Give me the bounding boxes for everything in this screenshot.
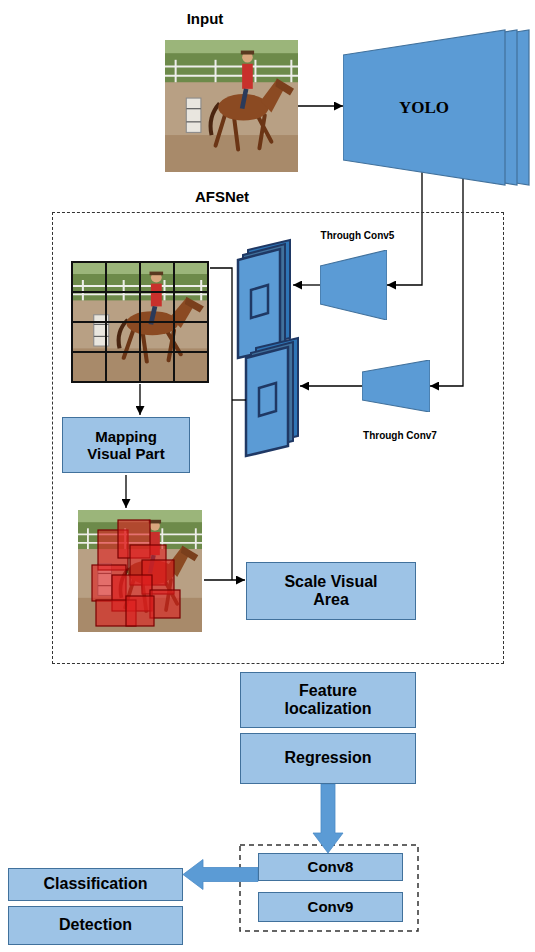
- input-photo: [165, 40, 298, 172]
- flow-arrow: [387, 172, 422, 285]
- flow-arrow: [293, 284, 320, 285]
- process-box: Regression: [240, 733, 416, 784]
- conv5-branch: Through Conv5: [300, 228, 415, 322]
- box-label: Scale Visual Area: [271, 573, 391, 610]
- flow-arrow: [139, 384, 140, 415]
- region-photo: [78, 510, 202, 632]
- flow-arrow: [298, 105, 343, 106]
- flow-arrow: [125, 475, 126, 508]
- input-heading: Input: [165, 10, 245, 27]
- box-label: Conv9: [308, 898, 354, 915]
- flow-arrow: [204, 579, 245, 580]
- conv-trapezoid: [362, 360, 430, 412]
- feature-map-conv7: [246, 338, 298, 456]
- afsnet-module: AFSNetThrough Conv5Through Conv7 Mapping …: [52, 186, 504, 664]
- grid-line: [72, 321, 208, 323]
- box-label: Feature localization: [258, 682, 398, 719]
- bracket-line: [232, 399, 246, 400]
- input-image-node: Input: [165, 8, 298, 174]
- branch-label: Through Conv5: [300, 230, 415, 242]
- trapezoid-shape: [362, 360, 430, 412]
- grid-photo-image: [72, 262, 208, 382]
- conv7-branch: Through Conv7: [345, 356, 455, 448]
- flow-arrow: [300, 385, 362, 386]
- module-heading: AFSNet: [172, 188, 272, 205]
- conv-trapezoid: [320, 250, 387, 320]
- process-box: Mapping Visual Part: [62, 417, 190, 473]
- grid-line: [72, 291, 208, 293]
- feature-map-conv5: [238, 240, 290, 358]
- yolo-network: YOLO: [343, 28, 535, 188]
- process-box: Scale Visual Area: [246, 562, 416, 620]
- block-arrow: [183, 860, 258, 890]
- process-box: Feature localization: [240, 672, 416, 728]
- layer-box: Conv9: [258, 892, 403, 922]
- output-box: Detection: [8, 906, 183, 945]
- layer-box: Conv8: [258, 853, 403, 881]
- grid-border: [72, 262, 208, 382]
- box-label: Conv8: [308, 858, 354, 875]
- grid-line: [72, 351, 208, 353]
- branch-label: Through Conv7: [345, 430, 455, 442]
- region-photo-image: [78, 510, 202, 632]
- output-box: Classification: [8, 868, 183, 901]
- box-label: Detection: [59, 916, 132, 934]
- bracket-line: [210, 268, 232, 580]
- conv-group-frame: [240, 845, 418, 931]
- part-box: [126, 596, 154, 626]
- block-arrow: [313, 784, 343, 853]
- grid-photo: [72, 262, 208, 382]
- box-label: Classification: [43, 875, 147, 893]
- network-layer: [343, 30, 505, 185]
- box-label: Mapping Visual Part: [76, 428, 176, 463]
- flow-arrow: [430, 179, 463, 386]
- trapezoid-shape: [320, 250, 387, 320]
- network-name: YOLO: [343, 98, 505, 118]
- box-label: Regression: [284, 749, 371, 767]
- visual-parts: [92, 520, 180, 626]
- grid-lines: [72, 262, 208, 382]
